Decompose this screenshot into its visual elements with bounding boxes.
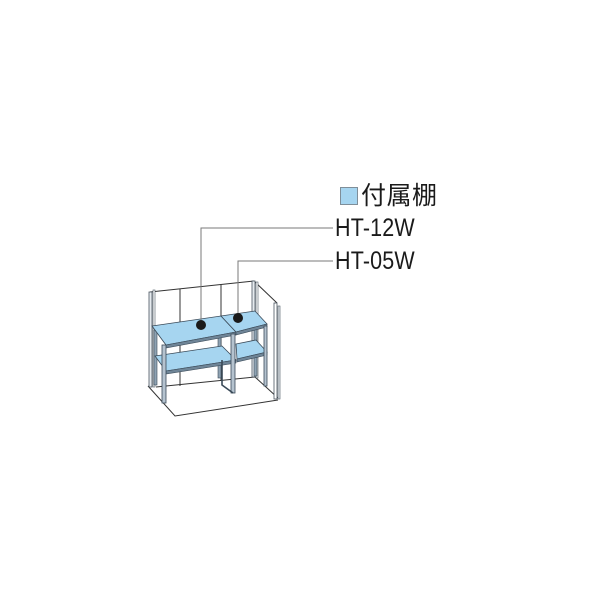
label-ht-12w: HT-12W bbox=[335, 214, 415, 242]
leader-line-ht-12w bbox=[200, 227, 333, 325]
small-shelf bbox=[220, 310, 268, 387]
leader-lines bbox=[200, 227, 333, 325]
leader-line-ht-05w bbox=[237, 260, 333, 318]
large-shelf bbox=[151, 315, 237, 404]
marker-ht-12w bbox=[196, 320, 206, 330]
legend-swatch bbox=[340, 187, 358, 205]
right-front-post bbox=[273, 302, 281, 400]
marker-ht-05w bbox=[233, 313, 243, 323]
legend-title: 付属棚 bbox=[361, 181, 438, 210]
label-ht-05w: HT-05W bbox=[335, 247, 415, 275]
shed-floor bbox=[147, 376, 279, 417]
legend: 付属棚 bbox=[340, 182, 438, 210]
